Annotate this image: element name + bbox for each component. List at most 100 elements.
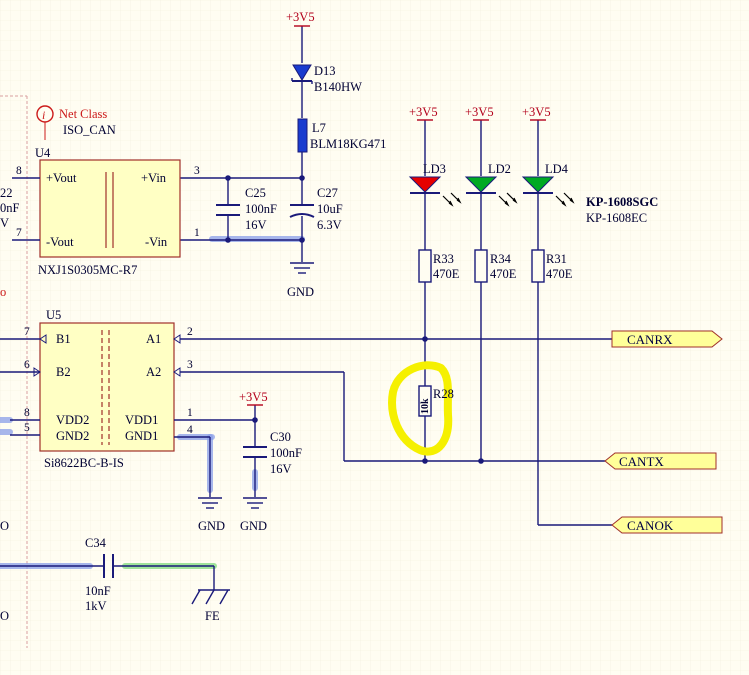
port-canok[interactable]: CANOK — [611, 516, 723, 534]
port-canrx[interactable]: CANRX — [611, 330, 723, 348]
led-part-green: KP-1608SGC — [586, 195, 658, 209]
c34-value: 10nF — [85, 584, 111, 598]
ic-u4[interactable]: U4 +Vout -Vout +Vin -Vin 8 7 3 1 NXJ1S03… — [12, 146, 200, 277]
svg-text:4: 4 — [187, 424, 193, 436]
left-text-o1: O — [0, 519, 9, 533]
c30-voltage: 16V — [270, 462, 292, 476]
l7-value: BLM18KG471 — [310, 137, 386, 151]
c25-value: 100nF — [245, 202, 277, 216]
r33-ref: R33 — [433, 252, 454, 266]
svg-text:CANRX: CANRX — [627, 332, 673, 347]
left-text-1: 22 — [0, 186, 13, 200]
svg-text:i: i — [42, 108, 45, 122]
led-ld3[interactable]: LD3 — [408, 162, 462, 207]
frame-earth-symbol: FE — [191, 589, 230, 623]
c27-value: 10uF — [317, 202, 343, 216]
svg-text:+Vin: +Vin — [141, 171, 167, 185]
svg-text:8: 8 — [24, 407, 30, 419]
r31-value: 470E — [546, 267, 573, 281]
left-text-4: o — [0, 285, 6, 299]
svg-text:1: 1 — [194, 227, 200, 239]
u4-part: NXJ1S0305MC-R7 — [38, 263, 137, 277]
capacitor-c30[interactable]: C30 100nF 16V — [243, 430, 302, 476]
r28-ref: R28 — [433, 387, 454, 401]
c25-voltage: 16V — [245, 218, 267, 232]
resistor-r33[interactable]: R33 470E — [418, 249, 460, 283]
ferrite-l7[interactable]: L7 BLM18KG471 — [297, 118, 386, 153]
svg-text:FE: FE — [205, 609, 220, 623]
svg-text:+3V5: +3V5 — [286, 10, 315, 24]
u5-ref: U5 — [46, 308, 61, 322]
left-text-2: 0nF — [0, 201, 20, 215]
svg-text:3: 3 — [194, 165, 200, 177]
c34-wires — [0, 565, 215, 590]
resistor-r28[interactable]: 10k R28 — [418, 385, 454, 417]
svg-text:2: 2 — [187, 326, 193, 338]
svg-text:+3V5: +3V5 — [465, 105, 494, 119]
net-class-value: ISO_CAN — [63, 123, 116, 137]
svg-text:GND: GND — [240, 519, 267, 533]
svg-text:5: 5 — [24, 422, 30, 434]
svg-text:+3V5: +3V5 — [522, 105, 551, 119]
u5-right-nets — [174, 338, 612, 497]
svg-text:-Vout: -Vout — [46, 235, 74, 249]
d13-ref: D13 — [314, 64, 336, 78]
junctions-led — [422, 336, 484, 464]
u4-ref: U4 — [35, 146, 51, 160]
capacitor-c25[interactable]: C25 100nF 16V — [216, 186, 277, 232]
led-ld4[interactable]: LD4 — [521, 162, 575, 207]
c25-ref: C25 — [245, 186, 266, 200]
svg-text:3: 3 — [187, 359, 193, 371]
svg-text:7: 7 — [16, 227, 22, 239]
u5-part: Si8622BC-B-IS — [44, 456, 124, 470]
r28-value: 10k — [420, 398, 431, 414]
svg-text:+3V5: +3V5 — [409, 105, 438, 119]
svg-text:7: 7 — [24, 326, 30, 338]
junction-c30 — [252, 417, 258, 423]
power-3v5-top: +3V5 — [286, 10, 315, 27]
c27-ref: C27 — [317, 186, 338, 200]
svg-text:VDD2: VDD2 — [56, 413, 89, 427]
svg-text:CANOK: CANOK — [627, 518, 674, 533]
power-3v5-c30: +3V5 — [239, 390, 268, 406]
capacitor-c27[interactable]: C27 10uF 6.3V — [289, 186, 343, 232]
svg-text:-Vin: -Vin — [145, 235, 168, 249]
power-3v5-leds: +3V5 +3V5 +3V5 — [409, 105, 551, 121]
ld4-ref: LD4 — [545, 162, 569, 176]
ground-symbol-2: GND — [198, 497, 225, 533]
ic-u5[interactable]: U5 B1 B2 A1 A2 VDD2 GND2 VDD1 GND1 7 6 8… — [0, 308, 193, 470]
svg-text:8: 8 — [16, 165, 22, 177]
c30-value: 100nF — [270, 446, 302, 460]
r34-ref: R34 — [490, 252, 512, 266]
svg-text:+3V5: +3V5 — [239, 390, 268, 404]
svg-text:GND: GND — [287, 285, 314, 299]
resistor-r34[interactable]: R34 470E — [474, 249, 517, 283]
diode-d13[interactable]: D13 B140HW — [291, 64, 362, 94]
port-cantx[interactable]: CANTX — [604, 452, 717, 470]
svg-text:1: 1 — [187, 407, 193, 419]
r34-value: 470E — [490, 267, 517, 281]
svg-text:B2: B2 — [56, 365, 71, 379]
led-wires — [424, 120, 612, 526]
svg-text:A1: A1 — [146, 332, 161, 346]
ld2-ref: LD2 — [488, 162, 511, 176]
r31-ref: R31 — [546, 252, 567, 266]
capacitor-c34[interactable]: C34 10nF 1kV — [85, 536, 114, 613]
svg-text:GND: GND — [198, 519, 225, 533]
left-text-3: V — [0, 216, 9, 230]
c34-voltage: 1kV — [85, 599, 107, 613]
c27-voltage: 6.3V — [317, 218, 342, 232]
yellow-highlight-annotation — [388, 361, 453, 456]
r33-value: 470E — [433, 267, 460, 281]
net-class-title: Net Class — [59, 107, 107, 121]
svg-text:6: 6 — [24, 359, 30, 371]
led-ld2[interactable]: LD2 — [464, 162, 518, 207]
ground-symbol-1: GND — [287, 262, 314, 299]
ld3-ref: LD3 — [423, 162, 446, 176]
svg-text:VDD1: VDD1 — [125, 413, 158, 427]
d13-value: B140HW — [314, 80, 362, 94]
net-class-marker[interactable]: i Net Class ISO_CAN — [36, 105, 116, 140]
c30-ref: C30 — [270, 430, 291, 444]
resistor-r31[interactable]: R31 470E — [531, 249, 573, 283]
junctions-power — [225, 175, 305, 243]
